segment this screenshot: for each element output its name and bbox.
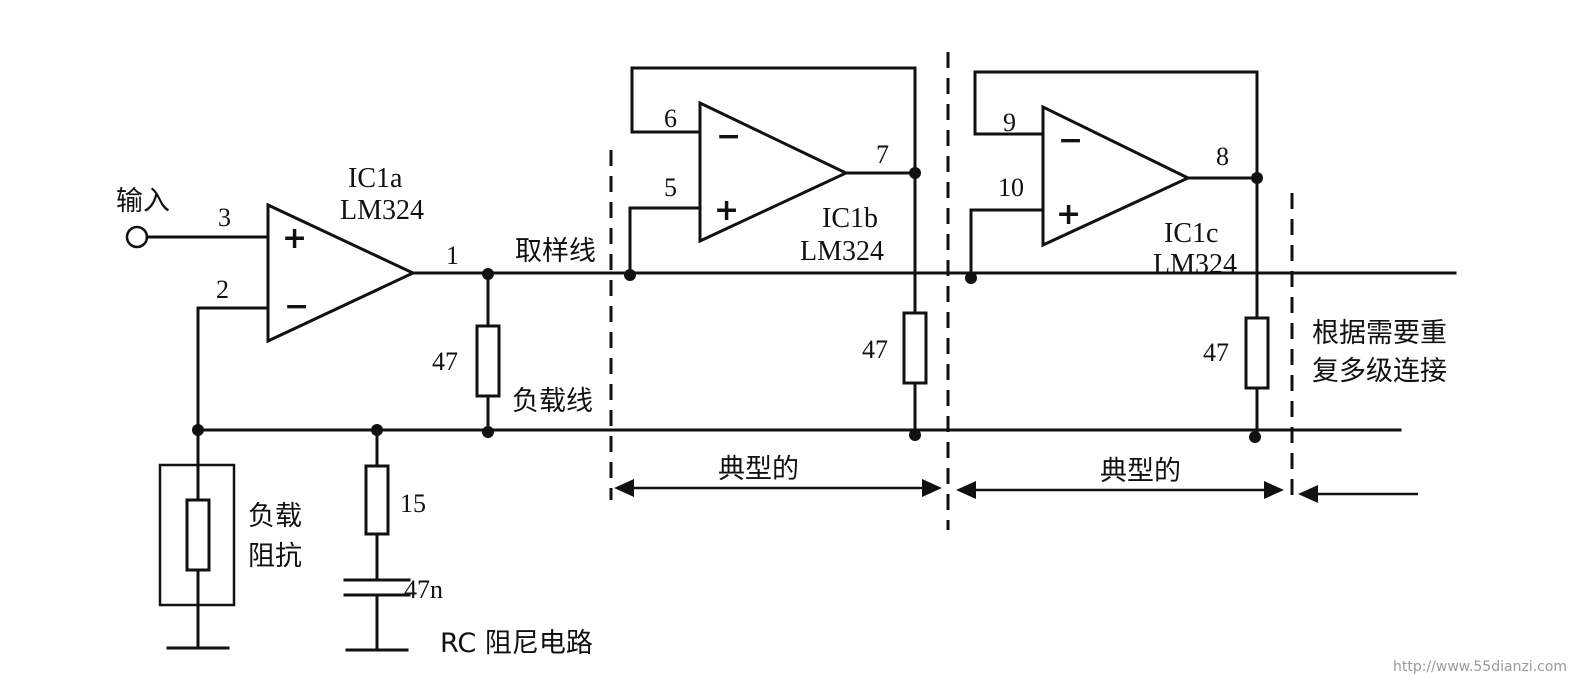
ic1c-input-wire	[969, 208, 1045, 280]
ic1c-minus-sign: −	[1058, 123, 1083, 158]
pin-8-label: 8	[1216, 142, 1229, 171]
typical-label-1: 典型的	[718, 454, 799, 485]
pin-10-label: 10	[998, 173, 1024, 202]
pin-7-label: 7	[876, 140, 889, 169]
pin-2-label: 2	[216, 275, 229, 304]
ic1a-part: LM324	[340, 195, 424, 226]
pin-5-label: 5	[664, 173, 677, 202]
pin-9-label: 9	[1003, 108, 1016, 137]
resistor-c	[1244, 316, 1270, 390]
load-impedance-label-1: 负载	[248, 501, 302, 532]
input-terminal	[125, 225, 149, 249]
snubber-resistor-value: 15	[400, 489, 426, 518]
resistor-a-value: 47	[432, 347, 458, 376]
opamp-ic1a: + −	[266, 202, 417, 344]
typical-span-arrow-1	[614, 479, 942, 497]
ic1a-name: IC1a	[348, 163, 403, 194]
resistor-a	[475, 324, 501, 398]
ic1c-name: IC1c	[1164, 218, 1218, 249]
node-ic1c-output	[1251, 172, 1263, 184]
resistor-b	[902, 311, 928, 385]
ic1c-plus-sign: +	[1056, 197, 1081, 232]
ic1a-minus-sign: −	[284, 289, 309, 324]
node-load-c	[1249, 431, 1261, 443]
typical-label-2: 典型的	[1100, 456, 1181, 487]
snubber-resistor	[364, 464, 390, 536]
repeat-note-line-1: 根据需要重	[1312, 318, 1447, 349]
ic1b-input-wire	[628, 206, 702, 277]
sample-line-label: 取样线	[515, 236, 596, 267]
resistor-b-value: 47	[862, 335, 888, 364]
load-resistor	[185, 498, 211, 572]
ic1a-plus-sign: +	[282, 221, 307, 256]
repeat-note-line-2: 复多级连接	[1312, 356, 1447, 387]
watermark: http://www.55dianzi.com	[1393, 659, 1567, 675]
ic1b-name: IC1b	[822, 203, 878, 234]
load-impedance-label-2: 阻抗	[248, 541, 302, 572]
rc-snubber-label: RC 阻尼电路	[440, 628, 593, 659]
ic1a-feedback-wire	[196, 306, 270, 432]
typical-span-arrow-2	[956, 481, 1284, 499]
ic1b-feedback-wire	[630, 66, 917, 175]
resistor-c-value: 47	[1203, 338, 1229, 367]
ic1c-feedback-wire	[973, 70, 1259, 180]
continuation-arrow	[1298, 485, 1418, 503]
ic1c-part: LM324	[1153, 249, 1237, 280]
pin-3-label: 3	[218, 203, 231, 232]
opamp-ic1b: − +	[698, 100, 850, 244]
ic1b-plus-sign: +	[714, 193, 739, 228]
pin-6-label: 6	[664, 104, 677, 133]
ic1b-part: LM324	[800, 236, 884, 267]
snubber-capacitor-value: 47n	[404, 575, 443, 604]
load-line-label: 负载线	[512, 386, 593, 417]
opamp-ic1c: − +	[1041, 104, 1192, 248]
input-label: 输入	[116, 186, 170, 217]
pin-1-label: 1	[446, 241, 459, 270]
ic1b-minus-sign: −	[716, 119, 741, 154]
node-ic1b-output	[909, 167, 921, 179]
